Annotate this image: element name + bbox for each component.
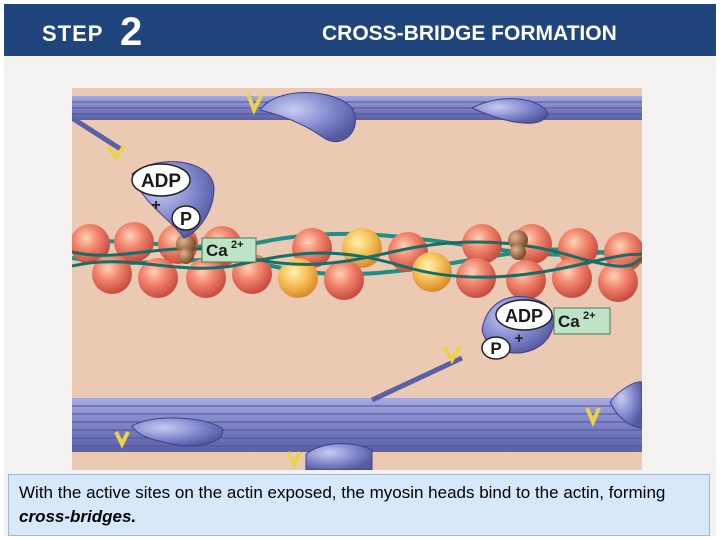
step-number: 2: [120, 10, 143, 54]
svg-text:Ca: Ca: [206, 241, 228, 260]
svg-text:ADP: ADP: [505, 306, 543, 326]
myosin-heads-top-filament: [246, 92, 549, 143]
calcium-label-bottom: Ca 2+: [553, 307, 611, 335]
adp-label-bottom: ADP: [495, 299, 553, 331]
thick-filament-top: [72, 96, 642, 120]
active-site-knobs: [176, 230, 528, 264]
svg-text:2+: 2+: [583, 310, 596, 322]
plus-sign-top: +: [151, 197, 160, 214]
svg-text:P: P: [180, 209, 192, 229]
svg-text:2+: 2+: [231, 239, 244, 251]
step-word: STEP: [42, 21, 104, 46]
phosphate-label-top: P: [171, 205, 201, 231]
sarcomere-diagram: ADP + P Ca 2+ ADP Ca 2+ P +: [72, 88, 642, 470]
adp-label-top: ADP: [131, 163, 191, 197]
plus-sign-bottom: +: [515, 330, 524, 347]
step-title: CROSS-BRIDGE FORMATION: [322, 22, 617, 45]
caption-emphasis: cross-bridges.: [19, 507, 137, 526]
caption-text: With the active sites on the actin expos…: [19, 483, 666, 502]
svg-text:P: P: [490, 339, 501, 358]
caption-box: With the active sites on the actin expos…: [8, 474, 710, 536]
svg-text:ADP: ADP: [141, 171, 181, 192]
calcium-label-top: Ca 2+: [201, 237, 257, 263]
svg-text:Ca: Ca: [558, 312, 580, 331]
phosphate-label-bottom: P: [481, 336, 511, 360]
step-header: STEP 2 CROSS-BRIDGE FORMATION: [4, 4, 716, 56]
actin-thin-filament: [72, 222, 642, 302]
myosin-heads-bottom-filament: [114, 381, 642, 470]
